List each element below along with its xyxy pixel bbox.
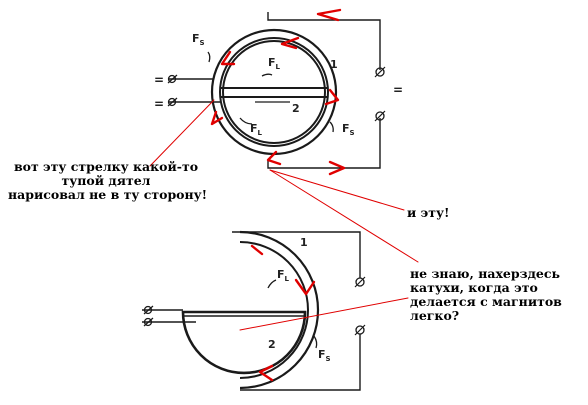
pointer-left — [149, 99, 215, 167]
annotation-middle: и эту! — [407, 205, 450, 220]
bottom-right-circuit-upper — [232, 231, 361, 278]
top-fl-arrow — [261, 73, 273, 77]
inner-disk-outer — [222, 40, 326, 144]
top-right-circuit-upper — [267, 12, 381, 70]
svg-text:2: 2 — [268, 338, 276, 351]
red-chevron-6 — [266, 150, 282, 166]
red-chevron-7 — [328, 160, 346, 176]
svg-text:FL: FL — [268, 56, 281, 71]
annotation-right-line2: катухи, когда это — [410, 280, 538, 295]
svg-text:FL: FL — [277, 268, 290, 283]
annotation-left-line1: вот эту стрелку какой-то — [13, 159, 199, 174]
svg-text:1: 1 — [330, 58, 338, 71]
red-chevron-8 — [250, 244, 264, 256]
bottom-inner-arc — [239, 241, 309, 379]
annotation-left: вот эту стрелку какой-то тупой дятел нар… — [8, 159, 208, 202]
top-right-node-1 — [375, 67, 385, 77]
svg-text:FL: FL — [250, 122, 263, 137]
red-chevron-2 — [280, 36, 300, 50]
red-chevron-10 — [258, 364, 274, 382]
top-terminal-node-2 — [167, 97, 177, 107]
svg-text:=: = — [154, 73, 164, 87]
red-chevron-4 — [324, 88, 340, 106]
annotation-right-line3: делается с магнитов — [410, 294, 562, 309]
red-chevron-5 — [210, 110, 224, 126]
bottom-figure — [142, 230, 366, 391]
svg-text:FS: FS — [192, 32, 205, 47]
red-annotations — [149, 8, 419, 382]
svg-text:FS: FS — [342, 122, 355, 137]
bottom-outer-arc — [239, 230, 320, 390]
outer-ring-inner — [219, 37, 329, 147]
red-chevron-3 — [220, 50, 236, 66]
bottom-half-disk — [181, 310, 307, 375]
red-chevron-9 — [294, 278, 316, 296]
annotation-left-line2: тупой дятел — [61, 173, 151, 188]
pointer-right-lower — [239, 297, 409, 331]
top-fs-arrow — [207, 51, 211, 63]
top-figure — [167, 12, 386, 169]
bottom-right-circuit-lower — [240, 334, 361, 391]
red-chevron-1 — [316, 8, 342, 22]
svg-text:FS: FS — [318, 348, 331, 363]
outer-ring-outer — [210, 28, 338, 156]
top-fs-right-arrow — [329, 121, 334, 133]
annotation-right-line4: легко? — [410, 308, 460, 323]
pointer-right-upper — [269, 169, 419, 263]
top-terminal-node-1 — [167, 74, 177, 84]
annotation-left-line3: нарисовал не в ту сторону! — [8, 187, 208, 202]
top-right-circuit-lower — [267, 118, 381, 169]
pointer-mid — [269, 169, 405, 211]
top-figure-labels: FS FL FL FS 1 2 = = = — [154, 32, 403, 137]
annotation-right-line1: не знаю, нахерздесь — [410, 266, 560, 281]
top-right-node-2 — [375, 111, 385, 121]
svg-text:2: 2 — [292, 102, 300, 115]
bottom-figure-labels: FL FS 1 2 — [268, 236, 331, 363]
svg-text:=: = — [154, 97, 164, 111]
annotation-right: не знаю, нахерздесь катухи, когда это де… — [410, 267, 562, 323]
top-fl-lower-arrow — [239, 117, 253, 125]
svg-text:=: = — [393, 83, 403, 97]
svg-text:1: 1 — [300, 236, 308, 249]
